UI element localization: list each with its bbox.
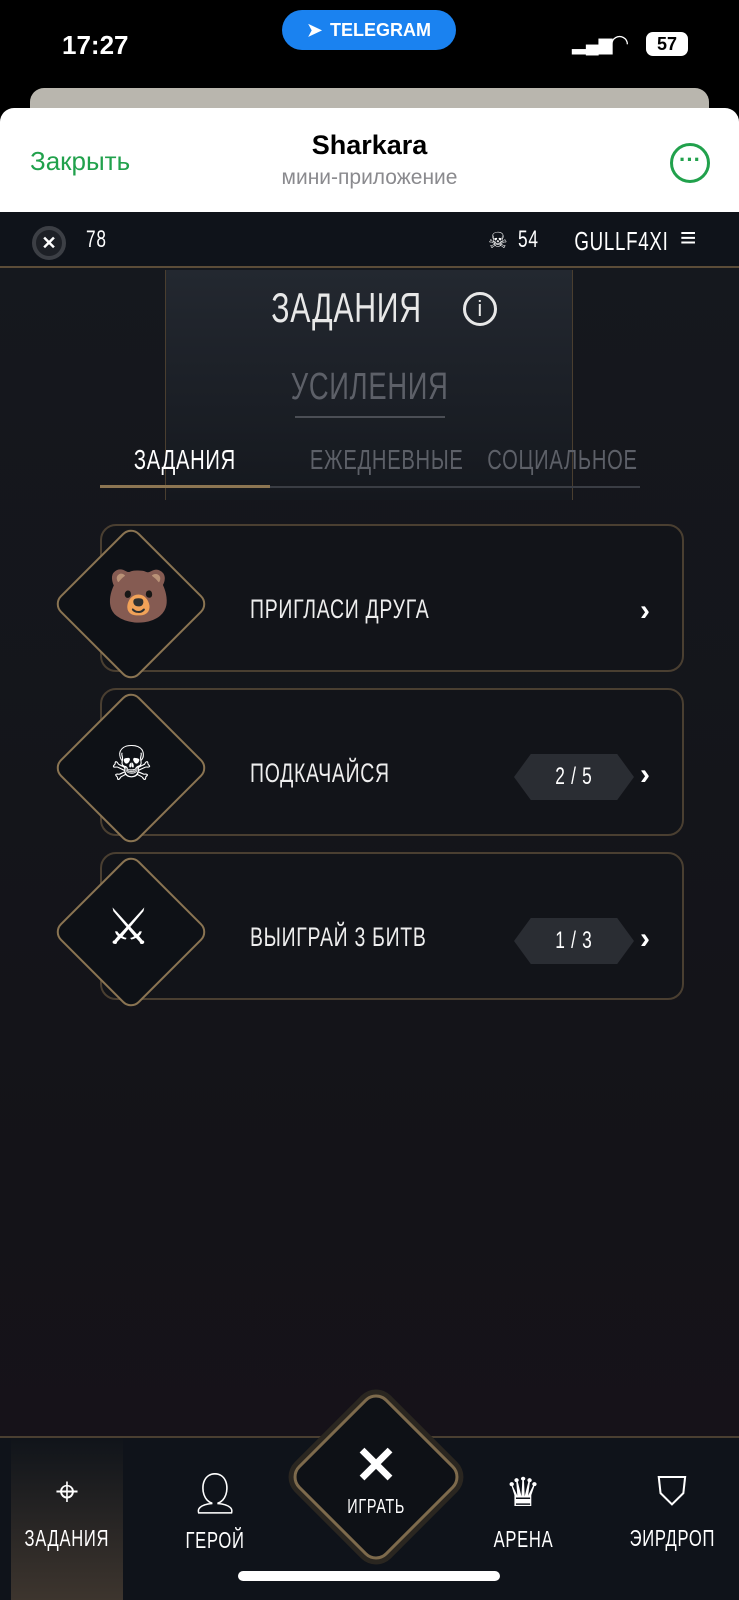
chevron-right-icon: › <box>640 922 650 955</box>
top-bar <box>0 212 739 268</box>
info-icon[interactable]: i <box>462 292 497 326</box>
telegram-header <box>0 108 739 212</box>
tab-divider <box>100 486 640 488</box>
close-button[interactable]: Закрыть <box>30 146 131 176</box>
home-indicator <box>238 1571 500 1581</box>
boosts-underline <box>295 416 445 418</box>
tab-daily[interactable]: ЕЖЕДНЕВНЫЕ <box>309 444 464 475</box>
nav-tasks[interactable]: ⌖ЗАДАНИЯ <box>24 1470 110 1551</box>
title-panel <box>165 270 573 500</box>
battery-indicator: 57 <box>646 32 688 56</box>
coin-balance: 78 <box>86 226 107 253</box>
wifi-icon: ◠ <box>610 30 630 55</box>
clock: 17:27 <box>62 30 129 60</box>
nav-arena[interactable]: ♛АРЕНА <box>493 1471 553 1552</box>
nav-airdrop[interactable]: ⛉ЭИРДРОП <box>629 1470 715 1551</box>
crosshair-icon: ⌖ <box>55 1470 79 1514</box>
capybara-icon: 🐻 <box>106 568 171 626</box>
more-menu-button[interactable]: ··· <box>670 143 710 183</box>
signal-icon: ▂▄▆ <box>572 34 613 54</box>
page-title: ЗАДАНИЯ i <box>0 284 739 332</box>
play-label[interactable]: ИГРАТЬ <box>347 1496 405 1518</box>
play-x-icon: ✕ <box>354 1437 398 1495</box>
tab-tasks[interactable]: ЗАДАНИЯ <box>133 444 237 475</box>
task-label: ВЫИГРАЙ 3 БИТВ <box>250 922 427 952</box>
crown-icon: ♛ <box>505 1471 541 1515</box>
task-label: ПРИГЛАСИ ДРУГА <box>250 594 430 624</box>
telegram-pill[interactable]: ➤ TELEGRAM <box>282 10 456 50</box>
task-label: ПОДКАЧАЙСЯ <box>250 758 390 788</box>
chevron-right-icon: › <box>640 594 650 627</box>
app-subtitle: мини-приложение <box>281 166 458 189</box>
level: 54 <box>518 226 539 253</box>
telegram-pill-label: TELEGRAM <box>330 19 432 40</box>
username[interactable]: GULLF4XI <box>574 226 669 256</box>
coin-icon: ✕ <box>32 226 66 260</box>
parachute-icon: ⛉ <box>657 1470 687 1514</box>
nav-selected-highlight <box>11 1438 123 1600</box>
user-icon: 👤︎ <box>189 1472 241 1516</box>
hamburger-menu-icon[interactable]: ≡ <box>680 222 697 253</box>
tab-active-indicator <box>100 485 270 488</box>
boosts-link[interactable]: УСИЛЕНИЯ <box>290 366 449 408</box>
app-title: Sharkara <box>311 130 428 160</box>
crossed-swords-icon: ⚔ <box>106 899 151 955</box>
tab-social[interactable]: СОЦИАЛЬНОЕ <box>487 444 638 475</box>
skull-crown-icon: ☠ <box>488 228 508 253</box>
progress-badge: 1 / 3 <box>514 918 634 964</box>
send-icon: ➤ <box>306 19 323 40</box>
chevron-right-icon: › <box>640 758 650 791</box>
nav-hero[interactable]: 👤︎ГЕРОЙ <box>185 1472 245 1553</box>
progress-badge: 2 / 5 <box>514 754 634 800</box>
skull-crown-icon: ☠ <box>110 738 154 791</box>
